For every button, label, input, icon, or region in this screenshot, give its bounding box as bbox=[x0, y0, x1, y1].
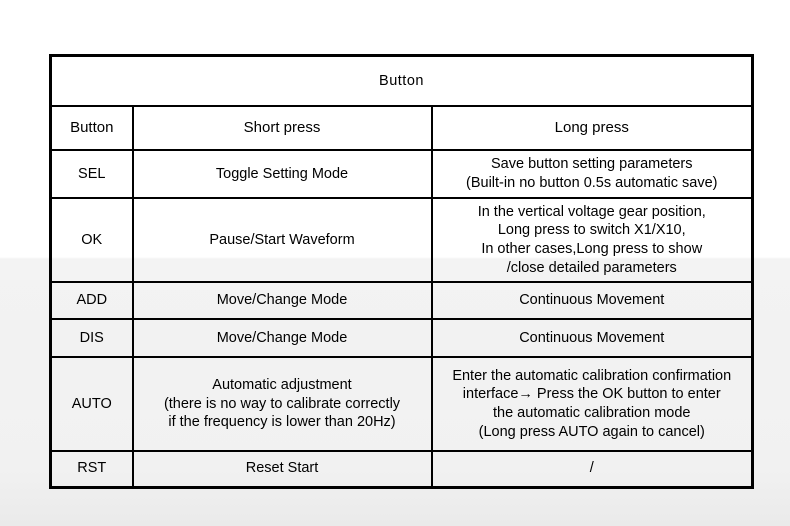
button-functions-table-container: Button Button Short press Long press SEL… bbox=[49, 54, 754, 489]
row-label-add: ADD bbox=[49, 281, 134, 320]
row-label-sel: SEL bbox=[49, 149, 134, 199]
add-long-press-cell: Continuous Movement bbox=[430, 281, 754, 320]
table-row-dis: DIS Move/Change Mode Continuous Movement bbox=[49, 318, 754, 358]
table-header-row: Button Short press Long press bbox=[49, 105, 754, 151]
rst-short-press-cell: Reset Start bbox=[131, 450, 433, 488]
dis-short-press-cell: Move/Change Mode bbox=[131, 318, 433, 358]
table-row-rst: RST Reset Start / bbox=[49, 450, 754, 488]
header-button: Button bbox=[49, 105, 134, 151]
sel-short-press-cell: Toggle Setting Mode bbox=[131, 149, 433, 199]
table-row-auto: AUTO Automatic adjustment (there is no w… bbox=[49, 356, 754, 452]
row-label-auto: AUTO bbox=[49, 356, 134, 452]
dis-long-press-cell: Continuous Movement bbox=[430, 318, 754, 358]
auto-long-press-cell: Enter the automatic calibration confirma… bbox=[430, 356, 754, 452]
header-short-press: Short press bbox=[131, 105, 433, 151]
table-row-ok: OK Pause/Start Waveform In the vertical … bbox=[49, 197, 754, 283]
header-long-press: Long press bbox=[430, 105, 754, 151]
table-title: Button bbox=[49, 54, 754, 107]
sel-long-press-cell: Save button setting parameters (Built-in… bbox=[430, 149, 754, 199]
table-row-add: ADD Move/Change Mode Continuous Movement bbox=[49, 281, 754, 320]
row-label-rst: RST bbox=[49, 450, 134, 488]
table-title-row: Button bbox=[49, 54, 754, 107]
row-label-dis: DIS bbox=[49, 318, 134, 358]
rst-long-press-cell: / bbox=[430, 450, 754, 488]
row-label-ok: OK bbox=[49, 197, 134, 283]
auto-short-press-cell: Automatic adjustment (there is no way to… bbox=[131, 356, 433, 452]
table-row-sel: SEL Toggle Setting Mode Save button sett… bbox=[49, 149, 754, 199]
add-short-press-cell: Move/Change Mode bbox=[131, 281, 433, 320]
ok-short-press-cell: Pause/Start Waveform bbox=[131, 197, 433, 283]
ok-long-press-cell: In the vertical voltage gear position, L… bbox=[430, 197, 754, 283]
button-functions-table: Button Button Short press Long press SEL… bbox=[49, 54, 754, 489]
